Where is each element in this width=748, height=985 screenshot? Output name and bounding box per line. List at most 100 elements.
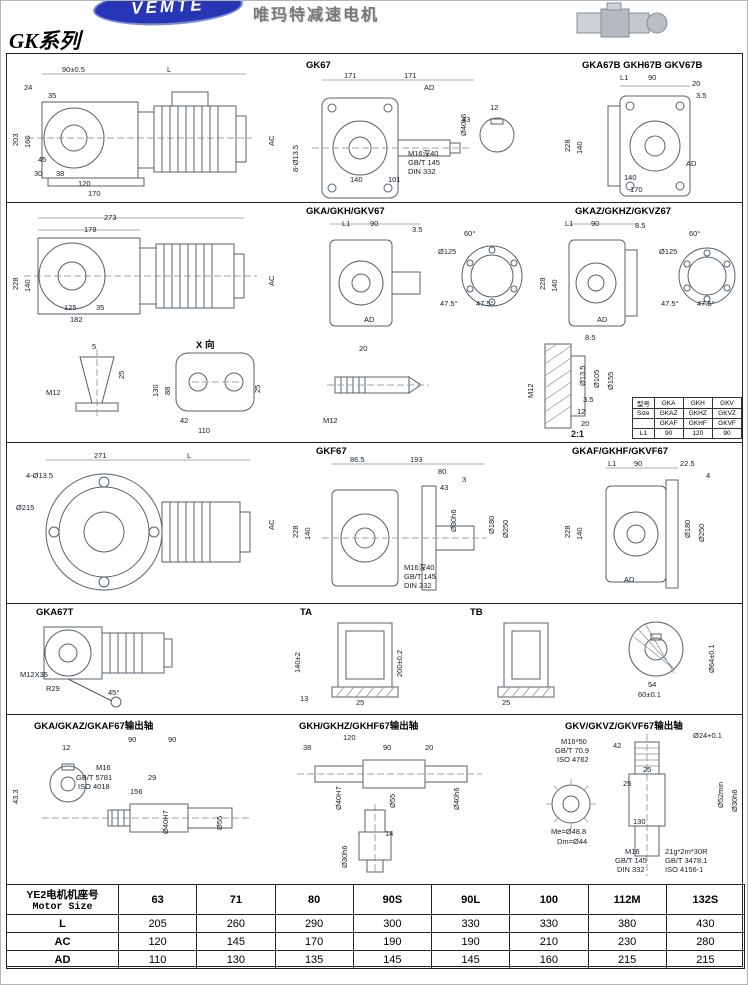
gka67t-drawing: [43, 626, 173, 708]
panel-title: GKAF/GKHF/GKVF67: [572, 446, 669, 457]
dim-label: Ø24+0.1: [693, 731, 722, 740]
dim-value: 230: [587, 932, 667, 951]
dim-label: DIN 332: [408, 167, 436, 176]
dim-label: 271: [94, 451, 107, 460]
dim-label: 12: [577, 407, 586, 416]
dim-label: 140: [23, 279, 32, 292]
dim-label: M16: [96, 763, 111, 772]
gkf67-front-drawing: [322, 463, 487, 591]
dim-label: GB/T 145: [404, 572, 436, 581]
dim-label: 20: [425, 743, 434, 752]
dim-value: 205: [117, 914, 198, 933]
dim-label: 3: [462, 475, 467, 484]
brand-text: VEMTE: [130, 0, 206, 18]
dim-label: 12: [490, 103, 499, 112]
dim-label: 171: [344, 71, 357, 80]
dim-label: Ø40H7: [161, 810, 170, 834]
dim-label: GB/T 145: [615, 856, 647, 865]
dim-label: AC: [267, 135, 276, 146]
dim-label: 8.5: [585, 333, 596, 342]
dim-value: 190: [430, 932, 511, 951]
dim-label: Ø55: [388, 793, 397, 808]
x-view-drawing: [175, 352, 255, 412]
dim-label: 8.5: [635, 221, 646, 230]
dim-label: 42: [180, 416, 189, 425]
dim-label: 60±0.1: [638, 690, 661, 699]
model-table-cell: 90: [653, 428, 684, 439]
model-table-cell: GKHF: [682, 418, 714, 429]
motor-size-column: 112M: [587, 884, 667, 915]
dim-label: 47.5°: [697, 299, 715, 308]
panel-title: GKA/GKH/GKV67: [306, 206, 385, 217]
dim-label: L1: [608, 459, 617, 468]
dim-label: M12: [323, 416, 338, 425]
dim-label: 228: [11, 277, 20, 290]
dim-label: 20: [359, 344, 368, 353]
dim-label: 90±0.5: [62, 65, 85, 74]
dim-label: Ø125: [438, 247, 457, 256]
model-table-cell: GKVF: [712, 418, 742, 429]
dim-label: AD: [364, 315, 375, 324]
dim-label: 4: [706, 471, 711, 480]
series-title: GK系列: [9, 29, 81, 53]
dim-label: 88: [163, 386, 172, 395]
panel-title: X 向: [196, 340, 215, 351]
dim-label: 179: [84, 225, 97, 234]
brand-logo: VEMTE: [92, 0, 244, 29]
dim-label: 38: [56, 169, 65, 178]
dim-value: 215: [587, 950, 667, 969]
bushing-section-drawing: [628, 621, 684, 677]
panel-title: TB: [470, 607, 483, 618]
model-table-cell: GKVZ: [712, 408, 742, 419]
dim-label: 20: [692, 79, 701, 88]
dim-label: 170: [88, 189, 101, 198]
dim-label: Ø64±0.1: [707, 644, 716, 673]
dim-label: 101: [388, 175, 401, 184]
dim-label: 140: [575, 527, 584, 540]
panel-title: GKA/GKAZ/GKAF67输出轴: [34, 721, 154, 732]
dim-label: 156: [130, 787, 143, 796]
dim-value: 130: [196, 950, 276, 969]
dim-label: AC: [267, 519, 276, 530]
section-divider: [7, 202, 742, 203]
model-table-cell: GKAZ: [653, 408, 684, 419]
gka67-side-drawing: [24, 217, 257, 315]
dim-label: 25: [117, 370, 126, 379]
dim-label: M16*50: [561, 737, 587, 746]
dim-label: L: [167, 65, 172, 74]
dim-label: 90: [648, 73, 657, 82]
dim-label: 3.5: [412, 225, 423, 234]
dim-label: Ø40H7: [334, 786, 343, 810]
dim-label: GB/T 3478.1: [665, 856, 708, 865]
dim-label: Me=Ø48.8: [551, 827, 587, 836]
dim-label: 47.5°: [661, 299, 679, 308]
dim-value: 290: [274, 914, 354, 933]
dim-label: 140: [350, 175, 363, 184]
panel-title: GKF67: [316, 446, 347, 457]
tb-drawing: [497, 622, 555, 698]
dim-label: 140: [624, 173, 637, 182]
panel-title: GK67: [306, 60, 331, 71]
dim-label: AD: [424, 83, 435, 92]
dim-value: 145: [196, 932, 276, 951]
dim-label: 4-Ø13.5: [26, 471, 54, 480]
dim-label: Ø40h6: [452, 787, 461, 810]
model-table-cell: GKA: [653, 397, 684, 409]
panel-title: GKH/GKHZ/GKHF67输出轴: [299, 721, 419, 732]
dim-label: 60°: [689, 229, 701, 238]
dim-label: Ø250: [697, 523, 706, 542]
dim-label: 228: [291, 525, 300, 538]
dim-label: 45°: [108, 688, 120, 697]
dim-label: Ø30h6: [730, 789, 739, 812]
panel-title: GKA67B GKH67B GKV67B: [582, 60, 703, 71]
dim-value: 145: [430, 950, 511, 969]
dim-label: 182: [70, 315, 83, 324]
dim-label: 140: [303, 527, 312, 540]
dim-label: ISO 4018: [78, 782, 110, 791]
dim-label: 90: [128, 735, 137, 744]
